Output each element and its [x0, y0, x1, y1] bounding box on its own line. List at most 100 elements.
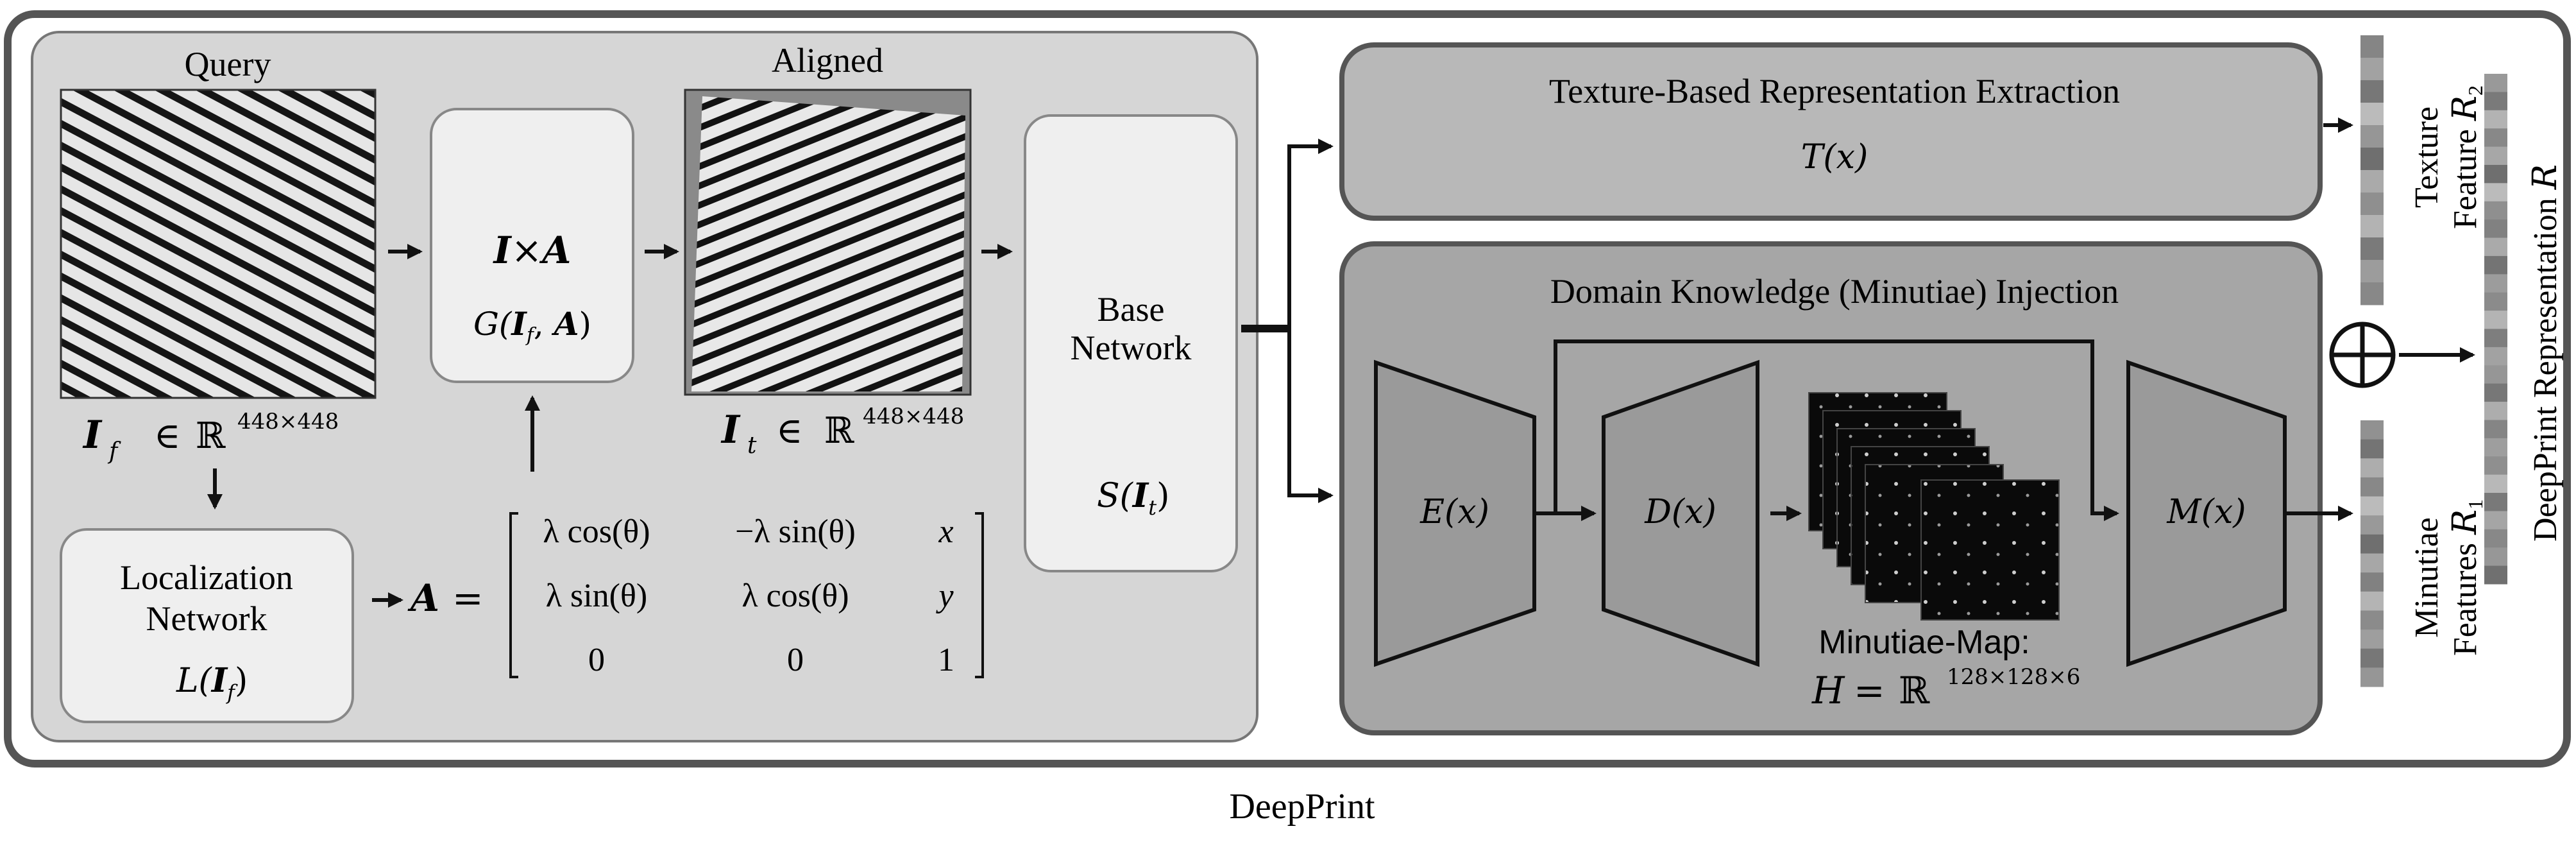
- transform-box: [430, 108, 634, 383]
- minutiae-feature-cell: [2360, 496, 2384, 516]
- minutiae-feature-cell: [2360, 591, 2384, 611]
- minutiae-feature-cell: [2360, 572, 2384, 592]
- query-fingerprint-image: [60, 89, 377, 399]
- transform-function: G(If, A): [473, 305, 591, 347]
- transform-product: I×A: [493, 228, 572, 272]
- query-dims: 448×448: [237, 409, 339, 434]
- deepprint-representation-cell: [2484, 110, 2507, 129]
- minutiae-feature-label-line2: Features R1: [2446, 499, 2487, 656]
- deepprint-representation-cell: [2484, 529, 2507, 548]
- texture-feature-cell: [2360, 58, 2384, 81]
- deepprint-representation-cell: [2484, 92, 2507, 111]
- texture-feature-cell: [2360, 260, 2384, 283]
- minutiae-map-title: Minutiae-Map:: [1818, 624, 2029, 661]
- deepprint-representation-cell: [2484, 146, 2507, 166]
- deepprint-representation-cell: [2484, 493, 2507, 511]
- encoder-trapezoid: [1374, 359, 1536, 667]
- query-set: ℝ: [196, 415, 226, 457]
- matrix-cell-r2-c1: 0: [787, 642, 804, 678]
- decoder-trapezoid: [1602, 359, 1759, 667]
- deepprint-representation-cell: [2484, 237, 2507, 257]
- deepprint-representation-cell: [2484, 438, 2507, 457]
- figure-caption: DeepPrint: [1229, 787, 1375, 827]
- deepprint-representation-cell: [2484, 274, 2507, 293]
- localization-line2: Network: [146, 599, 267, 638]
- deepprint-representation-cell: [2484, 311, 2507, 329]
- base-network-line2: Network: [1071, 329, 1192, 367]
- deepprint-representation-cell: [2484, 383, 2507, 402]
- matrix-cell-r0-c2: x: [938, 513, 953, 550]
- texture-feature-label-line2: Feature R2: [2446, 85, 2487, 229]
- deepprint-representation-cell: [2484, 365, 2507, 384]
- minutiae-feature-cell: [2360, 477, 2384, 497]
- minutiae-branch-title: Domain Knowledge (Minutiae) Injection: [1550, 272, 2119, 311]
- deepprint-representation-cell: [2484, 74, 2507, 92]
- mapper-label: M(x): [2166, 493, 2246, 531]
- mapper-trapezoid: [2126, 359, 2287, 667]
- aligned-set: ℝ: [824, 410, 855, 452]
- texture-feature-cell: [2360, 125, 2384, 148]
- matrix-cells: λ cos(θ) −λ sin(θ) x λ sin(θ) λ cos(θ) y…: [543, 513, 954, 678]
- minutiae-feature-cell: [2360, 515, 2384, 535]
- skip-connection-line: [1554, 339, 2119, 521]
- minutiae-feature-cell: [2360, 648, 2384, 668]
- minutiae-feature-label-line1: Minutiae: [2409, 517, 2445, 638]
- query-title: Query: [185, 45, 271, 83]
- matrix-cell-r2-c0: 0: [588, 642, 605, 678]
- deepprint-representation-cell: [2484, 128, 2507, 148]
- final-representation-label: DeepPrint Representation R: [2526, 164, 2564, 542]
- texture-feature-vector: [2360, 35, 2384, 305]
- aligned-fingerprint-image: [684, 89, 972, 396]
- minutiae-feature-cell: [2360, 534, 2384, 554]
- aligned-dims: 448×448: [863, 404, 964, 429]
- deepprint-representation-cell: [2484, 201, 2507, 220]
- aligned-member-of: ∈: [776, 410, 802, 452]
- minutiae-feature-vector: [2360, 420, 2384, 687]
- encoder-label: E(x): [1419, 493, 1489, 531]
- minutiae-feature-cell: [2360, 610, 2384, 630]
- base-network-func: S(It): [1097, 476, 1169, 520]
- matrix-cell-r0-c1: −λ sin(θ): [735, 513, 856, 550]
- minutiae-feature-cell: [2360, 458, 2384, 478]
- decoder-label: D(x): [1644, 493, 1716, 531]
- aligned-symbol: I: [720, 407, 741, 452]
- aligned-symbol-sub: t: [747, 433, 757, 459]
- minutiae-map-stack: [1808, 392, 2060, 621]
- base-network-box: [1024, 114, 1238, 572]
- deepprint-representation-cell: [2484, 292, 2507, 311]
- minutiae-feature-cell: [2360, 553, 2384, 573]
- minutiae-feature-cell: [2360, 667, 2384, 687]
- texture-feature-label-line1: Texture: [2409, 107, 2445, 208]
- matrix-cell-r2-c2: 1: [938, 642, 954, 678]
- texture-feature-cell: [2360, 35, 2384, 58]
- localization-func: L(If): [176, 661, 248, 705]
- localization-line1: Localization: [120, 558, 293, 597]
- deepprint-representation-cell: [2484, 329, 2507, 348]
- deepprint-representation-cell: [2484, 474, 2507, 493]
- matrix-left-bracket: [509, 512, 518, 678]
- deepprint-representation-vector: [2484, 74, 2507, 585]
- matrix-cell-r1-c0: λ sin(θ): [546, 578, 647, 614]
- matrix-cell-r0-c0: λ cos(θ): [543, 513, 650, 550]
- minutiae-map-dims: 128×128×6: [1947, 664, 2080, 690]
- matrix-cell-r1-c2: y: [935, 578, 954, 614]
- deepprint-representation-cell: [2484, 547, 2507, 567]
- deepprint-representation-cell: [2484, 255, 2507, 275]
- deepprint-representation-cell: [2484, 456, 2507, 476]
- texture-branch-func: T(x): [1801, 138, 1868, 176]
- texture-feature-cell: [2360, 80, 2384, 103]
- texture-feature-cell: [2360, 215, 2384, 238]
- minutiae-feature-cell: [2360, 630, 2384, 649]
- texture-feature-cell: [2360, 103, 2384, 126]
- matrix-cell-r1-c1: λ cos(θ): [741, 578, 849, 614]
- minutiae-feature-cell: [2360, 420, 2384, 440]
- deepprint-representation-cell: [2484, 565, 2507, 585]
- deepprint-representation-cell: [2484, 164, 2507, 184]
- texture-feature-cell: [2360, 237, 2384, 261]
- texture-feature-cell: [2360, 170, 2384, 193]
- localization-network-box: [60, 528, 354, 723]
- query-symbol: I: [82, 413, 103, 458]
- base-network-line1: Base: [1097, 290, 1165, 329]
- deepprint-representation-cell: [2484, 347, 2507, 366]
